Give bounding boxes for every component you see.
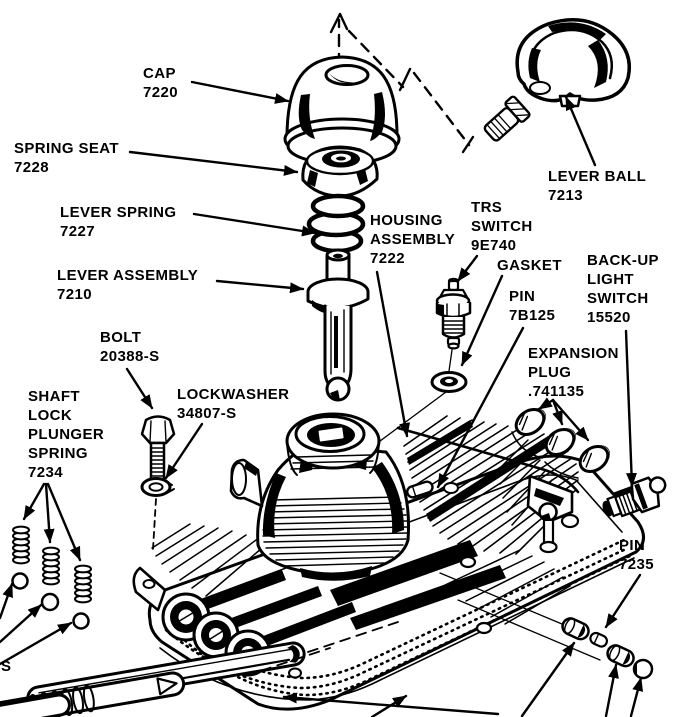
pin-7b125-drawing (406, 480, 434, 499)
part-label-cap: CAP 7220 (143, 65, 178, 101)
part-label-trs-switch: TRS SWITCH 9E740 (471, 199, 533, 254)
leader-arrows (0, 80, 644, 717)
lever-ball-drawing (515, 18, 631, 108)
leader-expansion-3 (551, 398, 590, 442)
spring-seat-drawing (301, 145, 379, 198)
lever-ball-stud-drawing (483, 95, 531, 142)
part-label-expansion-plug: EXPANSION PLUG .741135 (528, 345, 619, 400)
part-label-lever-assembly: LEVER ASSEMBLY 7210 (57, 267, 199, 303)
part-label-gasket: GASKET (497, 257, 562, 274)
part-label-pin-7b125: PIN 7B125 (509, 288, 556, 324)
part-label-spring-seat: SPRING SEAT 7228 (14, 140, 119, 176)
leader-expansion-1 (537, 397, 555, 411)
bolt-drawing (140, 415, 176, 481)
trs-switch-drawing (435, 277, 472, 350)
leader-bolt (125, 367, 154, 410)
leader-pin-bottom-1 (520, 641, 576, 717)
part-label-edge-cutoff: S (1, 658, 12, 675)
leader-spring-2 (43, 482, 55, 544)
lockwasher-drawing (140, 477, 175, 497)
leader-ball-3 (0, 621, 73, 666)
leader-cap (190, 80, 290, 104)
leader-lever-assembly (215, 279, 305, 294)
pins-7235-drawing (561, 617, 654, 680)
leader-lever-spring (192, 212, 317, 237)
leader-pin-7235 (604, 573, 642, 629)
lever-spring-drawing (306, 193, 366, 254)
part-label-bolt: BOLT 20388-S (100, 329, 160, 365)
leader-ball-1 (0, 582, 14, 620)
part-label-backup-light-switch: BACK-UP LIGHT SWITCH 15520 (587, 252, 659, 326)
leader-pin-bottom-2 (604, 663, 619, 717)
cap-drawing (283, 55, 401, 166)
shift-rails-drawing (0, 621, 399, 717)
leader-spring-3 (46, 482, 82, 562)
plunger-springs-drawing (12, 525, 92, 604)
leader-gasket (460, 274, 504, 367)
gasket-drawing (430, 371, 468, 393)
leader-pin-7b125 (436, 326, 525, 489)
leader-lever-ball (564, 95, 597, 167)
part-label-lever-spring: LEVER SPRING 7227 (60, 204, 177, 240)
part-label-shaft-lock-plunger-spring: SHAFT LOCK PLUNGER SPRING 7234 (28, 388, 105, 481)
bolt-axis-dashed (152, 498, 157, 550)
part-label-lever-ball: LEVER BALL 7213 (548, 168, 647, 204)
part-label-housing-assembly: HOUSING ASSEMBLY 7222 (370, 212, 456, 267)
leader-ball-2 (0, 603, 43, 644)
leader-trs (456, 254, 479, 283)
backup-light-switch-drawing (602, 476, 667, 518)
leader-expansion-2 (551, 398, 564, 426)
leader-spring-1 (22, 482, 46, 521)
part-label-lockwasher: LOCKWASHER 34807-S (177, 386, 290, 422)
leader-rail (282, 692, 500, 716)
plunger-balls-drawing (11, 572, 90, 630)
expansion-plugs-drawing (514, 408, 610, 473)
lever-assembly-drawing (306, 248, 370, 402)
part-label-pin-7235: PIN 7235 (619, 537, 654, 573)
trs-axis-line (371, 349, 453, 448)
leader-lockwasher (164, 422, 204, 480)
leader-pin-bottom-3 (629, 676, 644, 717)
leader-backup-switch (624, 329, 637, 488)
leader-spring-seat (128, 150, 299, 176)
leader-housing (375, 270, 411, 438)
